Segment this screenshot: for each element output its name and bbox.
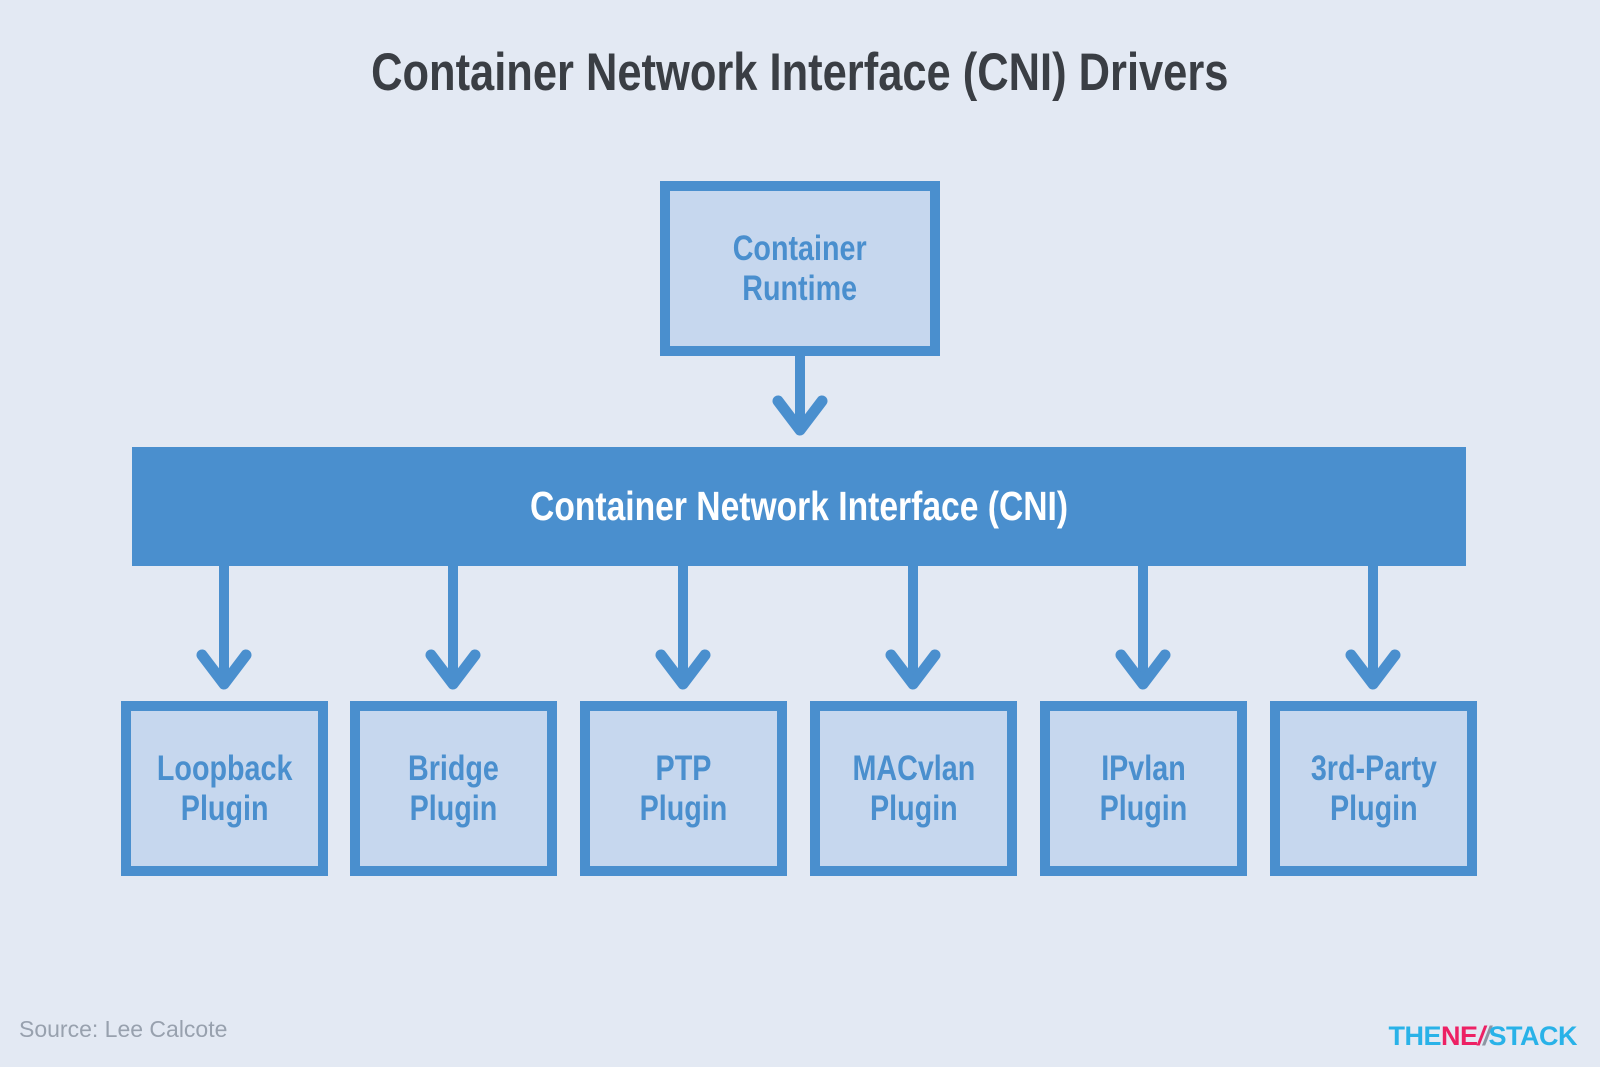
logo-w-slash-1: / (1477, 1021, 1484, 1051)
container-runtime-label: Container Runtime (733, 229, 867, 307)
cni-to-ptp-arrow (655, 566, 711, 690)
cni-to-3rdparty-arrow (1345, 566, 1401, 690)
cni-to-macvlan-arrow (885, 566, 941, 690)
plugin-box-macvlan: MACvlan Plugin (810, 701, 1017, 876)
plugin-box-loopback: Loopback Plugin (121, 701, 328, 876)
cni-bar: Container Network Interface (CNI) (132, 447, 1466, 566)
plugin-label-line2: Plugin (409, 788, 498, 828)
plugin-box-ipvlan: IPvlan Plugin (1040, 701, 1247, 876)
container-runtime-box: Container Runtime (660, 181, 940, 356)
plugin-label-line1: 3rd-Party (1310, 749, 1437, 789)
diagram-title: Container Network Interface (CNI) Driver… (0, 42, 1600, 103)
plugin-label: IPvlan Plugin (1100, 749, 1188, 827)
logo-the: THE (1388, 1021, 1441, 1051)
plugin-box-3rdparty: 3rd-Party Plugin (1270, 701, 1477, 876)
plugin-box-ptp: PTP Plugin (580, 701, 787, 876)
plugin-label: Bridge Plugin (408, 749, 499, 827)
thenewstack-logo: THENE//STACK (1388, 1021, 1577, 1052)
diagram-title-text: Container Network Interface (CNI) Driver… (371, 43, 1229, 102)
plugin-label-line1: PTP (655, 749, 712, 789)
plugin-label-line1: IPvlan (1101, 749, 1186, 789)
plugin-label-line2: Plugin (180, 788, 269, 828)
plugin-label: PTP Plugin (640, 749, 728, 827)
plugin-label-line2: Plugin (869, 788, 958, 828)
logo-ne: NE (1440, 1021, 1478, 1051)
plugin-label: Loopback Plugin (157, 749, 293, 827)
runtime-to-cni-arrow (772, 356, 828, 436)
plugin-label-line2: Plugin (1329, 788, 1418, 828)
source-credit: Source: Lee Calcote (19, 1016, 228, 1042)
container-runtime-label-line1: Container (733, 229, 867, 269)
plugin-box-bridge: Bridge Plugin (350, 701, 557, 876)
cni-to-loopback-arrow (196, 566, 252, 690)
plugin-label-line2: Plugin (1099, 788, 1188, 828)
cni-bar-label: Container Network Interface (CNI) (529, 483, 1068, 529)
plugin-label-line1: MACvlan (852, 749, 975, 789)
logo-w-slash-2: / (1482, 1021, 1490, 1051)
container-runtime-label-line2: Runtime (742, 268, 858, 308)
plugin-label-line1: Loopback (156, 749, 293, 789)
cni-to-bridge-arrow (425, 566, 481, 690)
plugin-label: 3rd-Party Plugin (1310, 749, 1436, 827)
cni-to-ipvlan-arrow (1115, 566, 1171, 690)
logo-stack: STACK (1488, 1021, 1578, 1051)
plugin-label: MACvlan Plugin (852, 749, 975, 827)
plugin-label-line1: Bridge (408, 749, 499, 789)
plugin-label-line2: Plugin (639, 788, 728, 828)
